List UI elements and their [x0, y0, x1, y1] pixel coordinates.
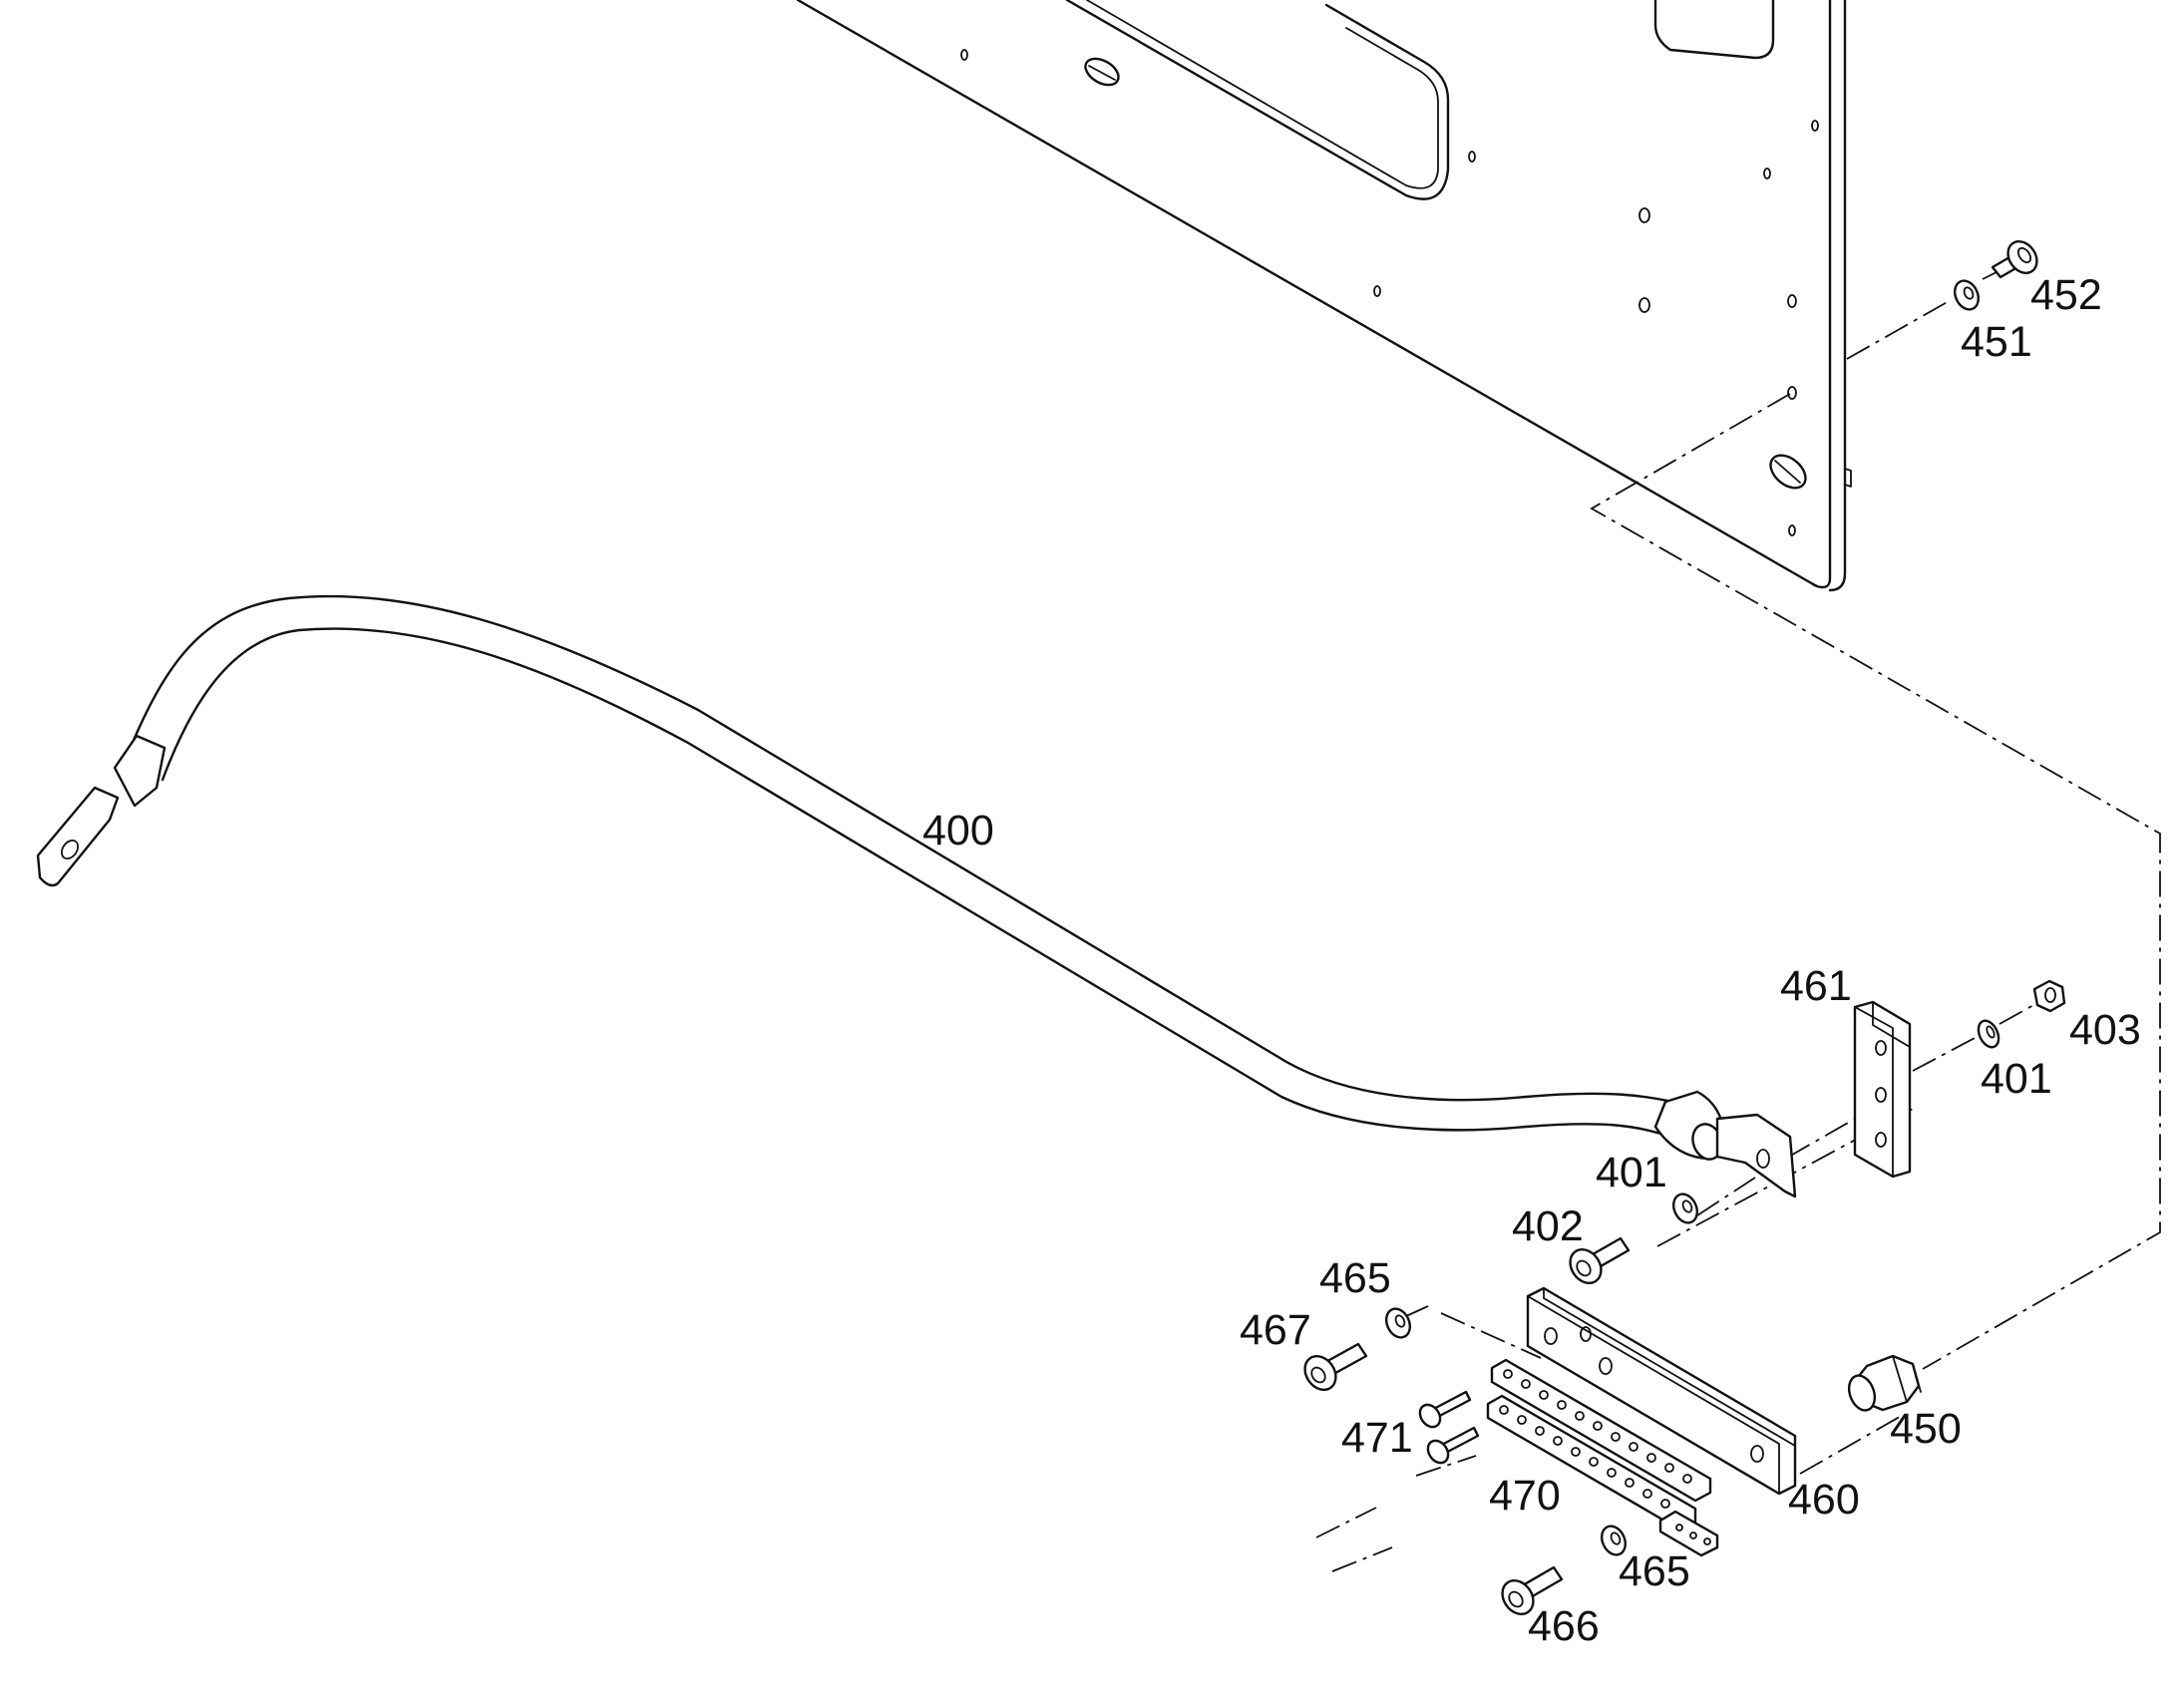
- label-401-left: 401: [1596, 1149, 1667, 1196]
- label-460: 460: [1788, 1476, 1860, 1524]
- panel-slot-lower: [1769, 454, 1807, 490]
- washer-451: [1953, 279, 1981, 311]
- bracket-461: [1853, 1000, 1912, 1179]
- label-470: 470: [1489, 1472, 1561, 1520]
- screw-466: [1501, 1565, 1564, 1615]
- label-450: 450: [1890, 1405, 1962, 1453]
- terminal-strip-470: [1486, 1358, 1719, 1557]
- nut-403: [2032, 979, 2066, 1013]
- label-403: 403: [2069, 1006, 2141, 1054]
- label-466: 466: [1528, 1602, 1600, 1650]
- label-465-lower: 465: [1619, 1547, 1690, 1595]
- assembly-center-lines: [1315, 260, 2161, 1572]
- label-461: 461: [1780, 962, 1852, 1010]
- label-465-upper: 465: [1319, 1254, 1391, 1302]
- label-401-right: 401: [1981, 1055, 2052, 1103]
- part-labels: 400 452 451 461 403 401 401 402 465 467 …: [922, 271, 2141, 1650]
- panel-slot-upper: [1084, 57, 1120, 87]
- screw-452: [1991, 240, 2038, 279]
- screw-402: [1569, 1236, 1631, 1284]
- washer-401-left: [1671, 1193, 1699, 1224]
- label-400: 400: [922, 807, 994, 854]
- label-467: 467: [1240, 1306, 1311, 1354]
- panel-holes: [960, 49, 1819, 536]
- screws-471: [1418, 1390, 1480, 1465]
- washer-465-upper: [1384, 1307, 1412, 1339]
- mounting-panel: [796, 0, 1852, 592]
- cable-gland-450: [1847, 1354, 1922, 1412]
- label-452: 452: [2030, 271, 2102, 319]
- plate-460: [1526, 1286, 1797, 1496]
- screw-467: [1303, 1342, 1368, 1391]
- cable-400: [36, 594, 1797, 1198]
- label-451: 451: [1961, 318, 2032, 366]
- label-471: 471: [1341, 1414, 1413, 1462]
- label-402: 402: [1512, 1202, 1584, 1250]
- washer-465-lower: [1600, 1525, 1628, 1556]
- washer-401-right: [1977, 1019, 2000, 1049]
